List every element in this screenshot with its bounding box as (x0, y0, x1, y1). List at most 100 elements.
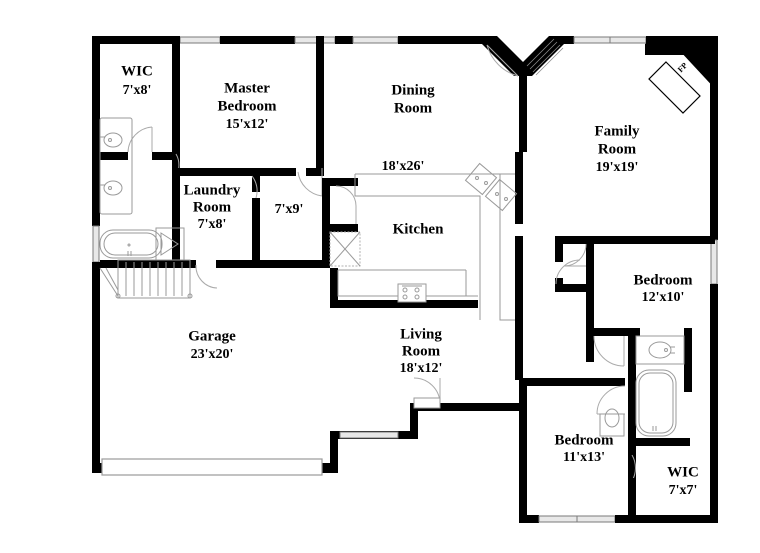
garage-overhead-door (101, 458, 323, 476)
wall-bedroom2-top (555, 236, 715, 244)
label-wic-bedroom3-name: WIC (667, 464, 699, 480)
pantry-door-swing (335, 185, 357, 224)
exterior-wall-bottom-c (615, 515, 630, 523)
room-labels-layer: WIC 7'x8' Master Bedroom 15'x12' Laundry… (121, 61, 699, 498)
wall-halfbath-bottom (216, 260, 330, 268)
exterior-wall-living-bottom (410, 403, 526, 411)
label-halfbath-dim: 7'x9' (275, 202, 304, 217)
master-bathtub (99, 229, 163, 259)
fireplace-box (648, 61, 701, 114)
wall-family-left-a (515, 152, 523, 224)
label-laundry-line2: Room (193, 199, 232, 215)
wall-hallbath-door-jamb-top (628, 446, 636, 455)
window-bottom-bedroom3-1 (538, 515, 578, 523)
exterior-wall-left-a (92, 36, 100, 226)
wall-bedroom2-closet-left (555, 236, 563, 262)
stairs (99, 259, 193, 299)
wall-kitchen-pantry-top (322, 178, 358, 186)
wall-hallbath-divider (628, 392, 636, 438)
label-dining-line2: Room (394, 100, 433, 116)
wall-hallbath-door-jamb-bot (628, 478, 636, 488)
garage-entry-door-swing (195, 264, 218, 289)
master-sink-upper (103, 132, 123, 148)
wall-hallbath-left (628, 336, 636, 396)
entry-wall-vertical (519, 70, 527, 152)
window-left-masterbath (92, 225, 100, 263)
wall-laundry-right-b (252, 198, 260, 260)
label-living-line1: Living (400, 326, 442, 342)
wall-master-bed-right (316, 36, 324, 168)
exterior-wall-right-b (710, 284, 718, 523)
window-top-dining (352, 36, 399, 44)
wall-family-left-b (515, 236, 523, 308)
label-bedroom3-dim: 11'x13' (563, 450, 605, 465)
exterior-wall-bottom-b (519, 515, 539, 523)
wall-master-bottom (172, 168, 296, 176)
label-family-line2: Room (598, 141, 637, 157)
label-living-dim: 18'x12' (400, 361, 443, 376)
hall-bathtub (635, 369, 677, 437)
wall-master-door-jamb (306, 168, 324, 176)
wall-kitchen-pantry-bottom (322, 224, 358, 232)
exterior-wall-top-c (335, 36, 353, 44)
window-top-family-1 (573, 36, 611, 44)
window-right-bedroom2 (710, 239, 718, 285)
walls-layer (92, 36, 718, 523)
label-bedroom2-dim: 12'x10' (642, 290, 685, 305)
exterior-wall-top-b (220, 36, 295, 44)
entry-door-swing (486, 44, 519, 77)
wall-hallbath-bottom (628, 438, 690, 446)
label-garage-dim: 23'x20' (191, 347, 234, 362)
entry-wall-angle-left (482, 36, 523, 76)
wall-bedroom2-closet-right (586, 236, 594, 362)
wall-wic-master-bottom (100, 152, 128, 160)
hvac-closet (329, 231, 361, 267)
master-sink-lower (103, 180, 123, 196)
window-bottom-living (339, 431, 399, 439)
exterior-wall-corner-ne-fill (666, 36, 718, 92)
wall-kitchen-left-upper (322, 178, 330, 200)
kitchen-counter (354, 173, 515, 321)
exterior-wall-top-d (398, 36, 482, 44)
wall-laundry-bottom (100, 260, 196, 268)
exterior-wall-left-b (92, 262, 100, 470)
exterior-wall-garage-right (330, 439, 338, 471)
hall-sink (648, 341, 672, 359)
entry-sidelight-window (526, 38, 564, 76)
exterior-wall-living-step-v (410, 403, 418, 431)
hall-toilet (599, 408, 625, 437)
label-dining-dim: 18'x26' (382, 159, 425, 174)
label-master-bedroom-line1: Master (224, 80, 270, 96)
wall-masterbath-right (172, 160, 180, 175)
exterior-wall-garage-bottom-r (320, 463, 338, 473)
window-top-master-1 (179, 36, 221, 44)
kitchen-sink (397, 283, 427, 303)
kitchen-lower-counter (337, 269, 478, 297)
label-bedroom2-name: Bedroom (634, 272, 693, 288)
label-wic-master-name: WIC (121, 63, 153, 79)
bedroom2-door-swing (593, 335, 625, 367)
wall-living-left (330, 268, 338, 308)
label-garage-name: Garage (188, 328, 236, 344)
wall-bedroom2-right-lower (684, 328, 692, 392)
bedroom3-door-swing (596, 385, 626, 415)
wall-bedroom3-right (628, 386, 636, 400)
exterior-wall-top-e (564, 36, 574, 44)
label-wic-bedroom3-dim: 7'x7' (669, 483, 698, 498)
wall-kitchen-bottom (330, 300, 478, 308)
laundry-door-swing (251, 175, 258, 199)
label-living-line2: Room (402, 343, 441, 359)
wall-family-left-c (515, 308, 523, 380)
wall-wic-master-right (172, 36, 180, 160)
label-dining-line1: Dining (391, 82, 435, 98)
exterior-wall-right-a (710, 92, 718, 240)
kitchen-cooktop (464, 162, 518, 212)
wall-wic-door-jamb (152, 152, 172, 160)
bedroom2-closet-door-swing (563, 243, 587, 267)
window-top-family-2 (609, 36, 647, 44)
wall-bathroom-hall-top (594, 328, 640, 336)
hall-vanity (635, 335, 685, 365)
label-kitchen-name: Kitchen (393, 221, 444, 237)
wall-bedroom3-top (519, 378, 625, 386)
